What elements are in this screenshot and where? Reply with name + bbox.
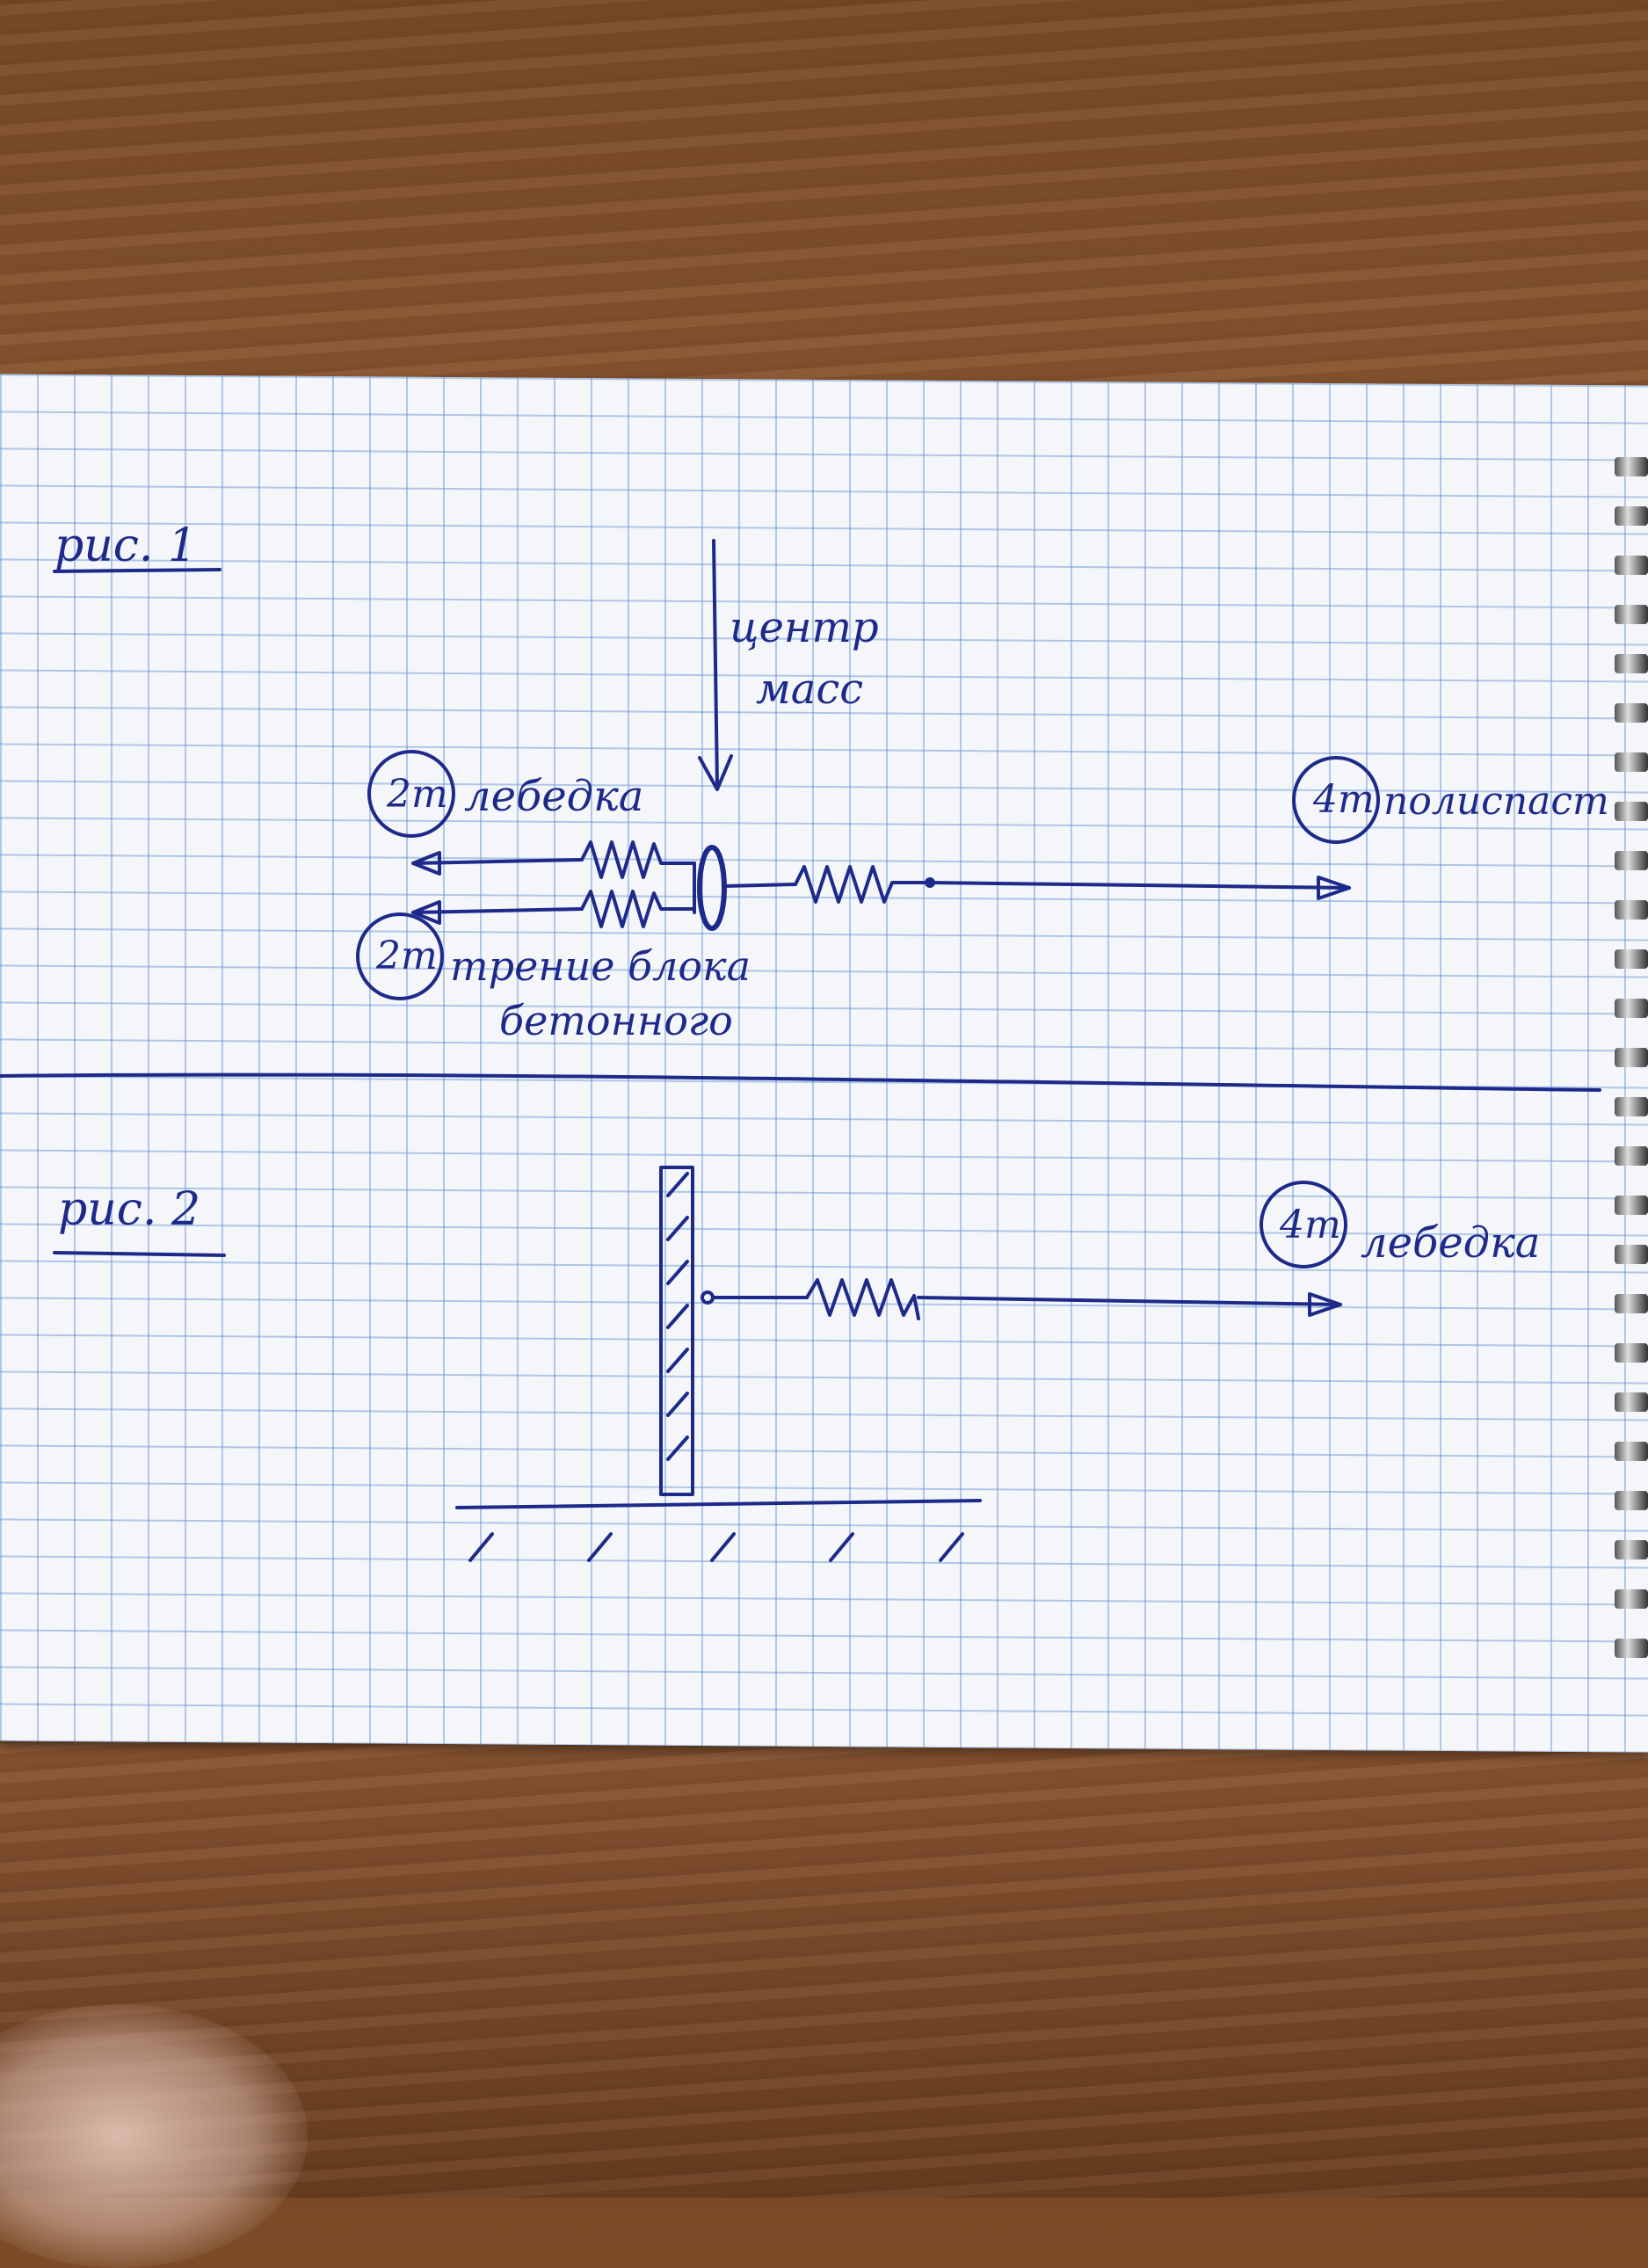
right-arrowhead <box>1317 876 1351 900</box>
spiral-coil <box>1615 1196 1648 1215</box>
spiral-coil <box>1615 999 1648 1018</box>
friction-arrowhead <box>411 900 441 925</box>
ink-drawing <box>0 539 1601 1562</box>
divider-line <box>0 1072 1601 1092</box>
spiral-coil <box>1615 1442 1648 1461</box>
spiral-coil <box>1615 1589 1648 1609</box>
friction-label-line1: трение блока <box>450 942 751 990</box>
spiral-coil <box>1615 1392 1648 1412</box>
winch-load-value: 2т <box>387 772 448 817</box>
friction-label-line2: бетонного <box>499 997 733 1044</box>
right-spring <box>794 865 929 904</box>
spiral-coil <box>1615 1146 1648 1166</box>
fig2-arrowhead <box>1308 1292 1342 1317</box>
fig2-spring <box>805 1278 920 1320</box>
winch-load-circle <box>367 750 455 838</box>
fig1-label-underline <box>53 568 221 573</box>
center-mass-arrow <box>712 539 719 789</box>
fig2-load-value: 4т <box>1280 1203 1341 1247</box>
spiral-coil <box>1615 1294 1648 1313</box>
spiral-coil <box>1615 654 1648 673</box>
spiral-coil <box>1615 949 1648 969</box>
right-rope <box>928 881 1351 890</box>
spiral-coil <box>1615 1639 1648 1658</box>
spiral-coil <box>1615 752 1648 772</box>
spiral-coil <box>1615 703 1648 723</box>
spiral-coil <box>1615 1491 1648 1510</box>
fig2-rope-right <box>917 1296 1342 1306</box>
spiral-coil <box>1615 851 1648 870</box>
ground-hatch <box>468 1532 964 1562</box>
spiral-coil <box>1615 1048 1648 1067</box>
fig2-label: рис. 2 <box>58 1183 201 1236</box>
spiral-coil <box>1615 1097 1648 1116</box>
fig2-label-underline <box>53 1251 226 1257</box>
right-label: полиспаст <box>1383 779 1609 824</box>
right-load-value: 4т <box>1313 777 1375 822</box>
spiral-coil <box>1615 605 1648 624</box>
wall <box>659 1166 694 1496</box>
right-rope-left <box>722 883 797 888</box>
fig2-load-circle <box>1260 1181 1347 1268</box>
winch-spring <box>580 840 696 879</box>
winch-label: лебедка <box>464 772 644 821</box>
spiral-coil <box>1615 1245 1648 1264</box>
spiral-coil <box>1615 900 1648 920</box>
center-mass-arrowhead <box>698 754 733 791</box>
friction-load-value: 2т <box>376 934 438 978</box>
ground-line <box>455 1499 982 1509</box>
notebook-spiral <box>1613 457 1648 1670</box>
spiral-coil <box>1615 1343 1648 1363</box>
friction-load-circle <box>356 912 444 1000</box>
spiral-coil <box>1615 802 1648 821</box>
spiral-coil <box>1615 1540 1648 1559</box>
fig2-winch-label: лебедка <box>1361 1218 1541 1268</box>
center-mass-label-line2: масс <box>756 665 864 714</box>
center-mass-label-line1: центр <box>730 603 879 652</box>
winch-arrowhead <box>411 851 441 876</box>
spiral-coil <box>1615 556 1648 575</box>
fig1-label: рис. 1 <box>54 520 198 572</box>
wall-hatch <box>666 1172 689 1461</box>
mass-block <box>697 845 727 931</box>
right-load-circle <box>1292 756 1380 844</box>
spiral-coil <box>1615 457 1648 476</box>
friction-spring <box>580 890 696 928</box>
spiral-coil <box>1615 506 1648 526</box>
